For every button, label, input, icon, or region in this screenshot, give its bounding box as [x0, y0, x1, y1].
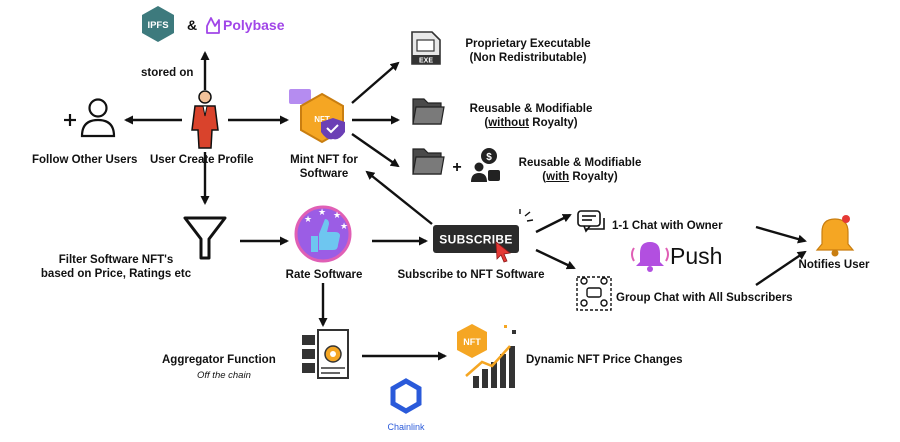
arrow-subscribe-to-chat [535, 213, 572, 234]
subscribe-button-label: SUBSCRIBE [439, 233, 512, 247]
without-emphasis: without [488, 117, 530, 129]
filter-label: Filter Software NFT's based on Price, Ra… [41, 253, 191, 281]
ipfs-logo-text: IPFS [147, 20, 168, 31]
filter-funnel-icon [183, 216, 227, 260]
arrow-group-to-notify [755, 250, 807, 286]
mint-nft-label: Mint NFT for Software [290, 153, 358, 181]
nft-icon-text: NFT [463, 337, 481, 347]
reuse-r-line1: Reusable & Modifiable [518, 157, 642, 169]
arrow-subscribe-to-group [535, 248, 576, 270]
arrow-mint-to-exe [351, 61, 400, 104]
stored-on-label: stored on [141, 67, 194, 79]
notification-bell-icon [815, 215, 855, 257]
subscribe-nft-label: Subscribe to NFT Software [397, 269, 545, 281]
group-chat-icon [576, 276, 612, 311]
proprietary-exe-label: Proprietary Executable (Non Redistributa… [465, 37, 590, 65]
exe-icon-text: EXE [419, 58, 433, 65]
polybase-text: Polybase [223, 17, 285, 33]
rate-software-icon: ★ ★ ★ ★ [294, 205, 352, 263]
chainlink-logo-icon [390, 378, 422, 414]
with-emphasis: with [546, 171, 570, 183]
follow-users-label: Follow Other Users [32, 154, 138, 166]
dollar-sign: $ [486, 152, 492, 163]
arrow-mint-to-reuse-r [351, 133, 400, 168]
nft-card-text: NFT [314, 115, 330, 124]
svg-text:★: ★ [340, 222, 348, 232]
connectors [124, 51, 807, 361]
reusable-no-royalty-label: Reusable & Modifiable (without Royalty) [470, 102, 593, 130]
chat-owner-label: 1-1 Chat with Owner [612, 220, 723, 232]
reuse-nr-line2: (without Royalty) [484, 117, 578, 129]
dynamic-nft-label: Dynamic NFT Price Changes [526, 354, 683, 366]
chainlink-label: Chainlink [387, 422, 425, 432]
filter-line1: Filter Software NFT's [58, 254, 174, 266]
reuse-r-line2: (with Royalty) [542, 171, 618, 183]
chat-bubble-icon [577, 210, 605, 233]
cursor-pointer-icon [495, 241, 511, 263]
folder-icon [412, 98, 445, 125]
aggregator-label: Aggregator Function [162, 354, 276, 366]
royalty-money-icon: $ [471, 148, 500, 182]
ampersand: & [187, 17, 197, 33]
ipfs-logo-icon: IPFS [142, 6, 174, 42]
plus-sign: + [452, 159, 461, 176]
click-burst-icon [519, 209, 534, 222]
folder-icon [412, 148, 445, 175]
rate-software-label: Rate Software [285, 269, 363, 281]
exe-line1: Proprietary Executable [465, 38, 591, 50]
exe-line2: (Non Redistributable) [469, 52, 587, 64]
group-chat-label: Group Chat with All Subscribers [616, 292, 793, 304]
push-protocol-logo-icon [631, 242, 669, 272]
off-chain-label: Off the chain [197, 370, 251, 381]
arrow-chat-to-notify [755, 225, 807, 244]
svg-text:★: ★ [333, 211, 341, 221]
aggregator-gear-icon [302, 329, 349, 379]
arrow-subscribe-to-mint [365, 170, 433, 225]
mint-nft-line2: Software [299, 168, 349, 180]
mint-nft-icon: NFT [289, 89, 345, 144]
mint-nft-line1: Mint NFT for [290, 154, 358, 166]
dynamic-nft-price-icon: NFT [457, 324, 516, 388]
businessman-icon [191, 90, 219, 149]
reuse-nr-line1: Reusable & Modifiable [469, 103, 593, 115]
push-logo-text: Push [670, 243, 722, 269]
exe-file-icon: EXE [411, 31, 441, 65]
user-create-profile-label: User Create Profile [150, 154, 254, 166]
svg-text:★: ★ [304, 215, 312, 225]
polybase-logo-icon [206, 17, 220, 34]
filter-line2: based on Price, Ratings etc [40, 268, 192, 280]
svg-text:★: ★ [318, 208, 326, 218]
notifies-user-label: Notifies User [798, 259, 870, 271]
reusable-royalty-label: Reusable & Modifiable (with Royalty) [519, 156, 642, 184]
add-user-icon [64, 98, 116, 138]
subscribe-button[interactable]: SUBSCRIBE [433, 225, 519, 253]
